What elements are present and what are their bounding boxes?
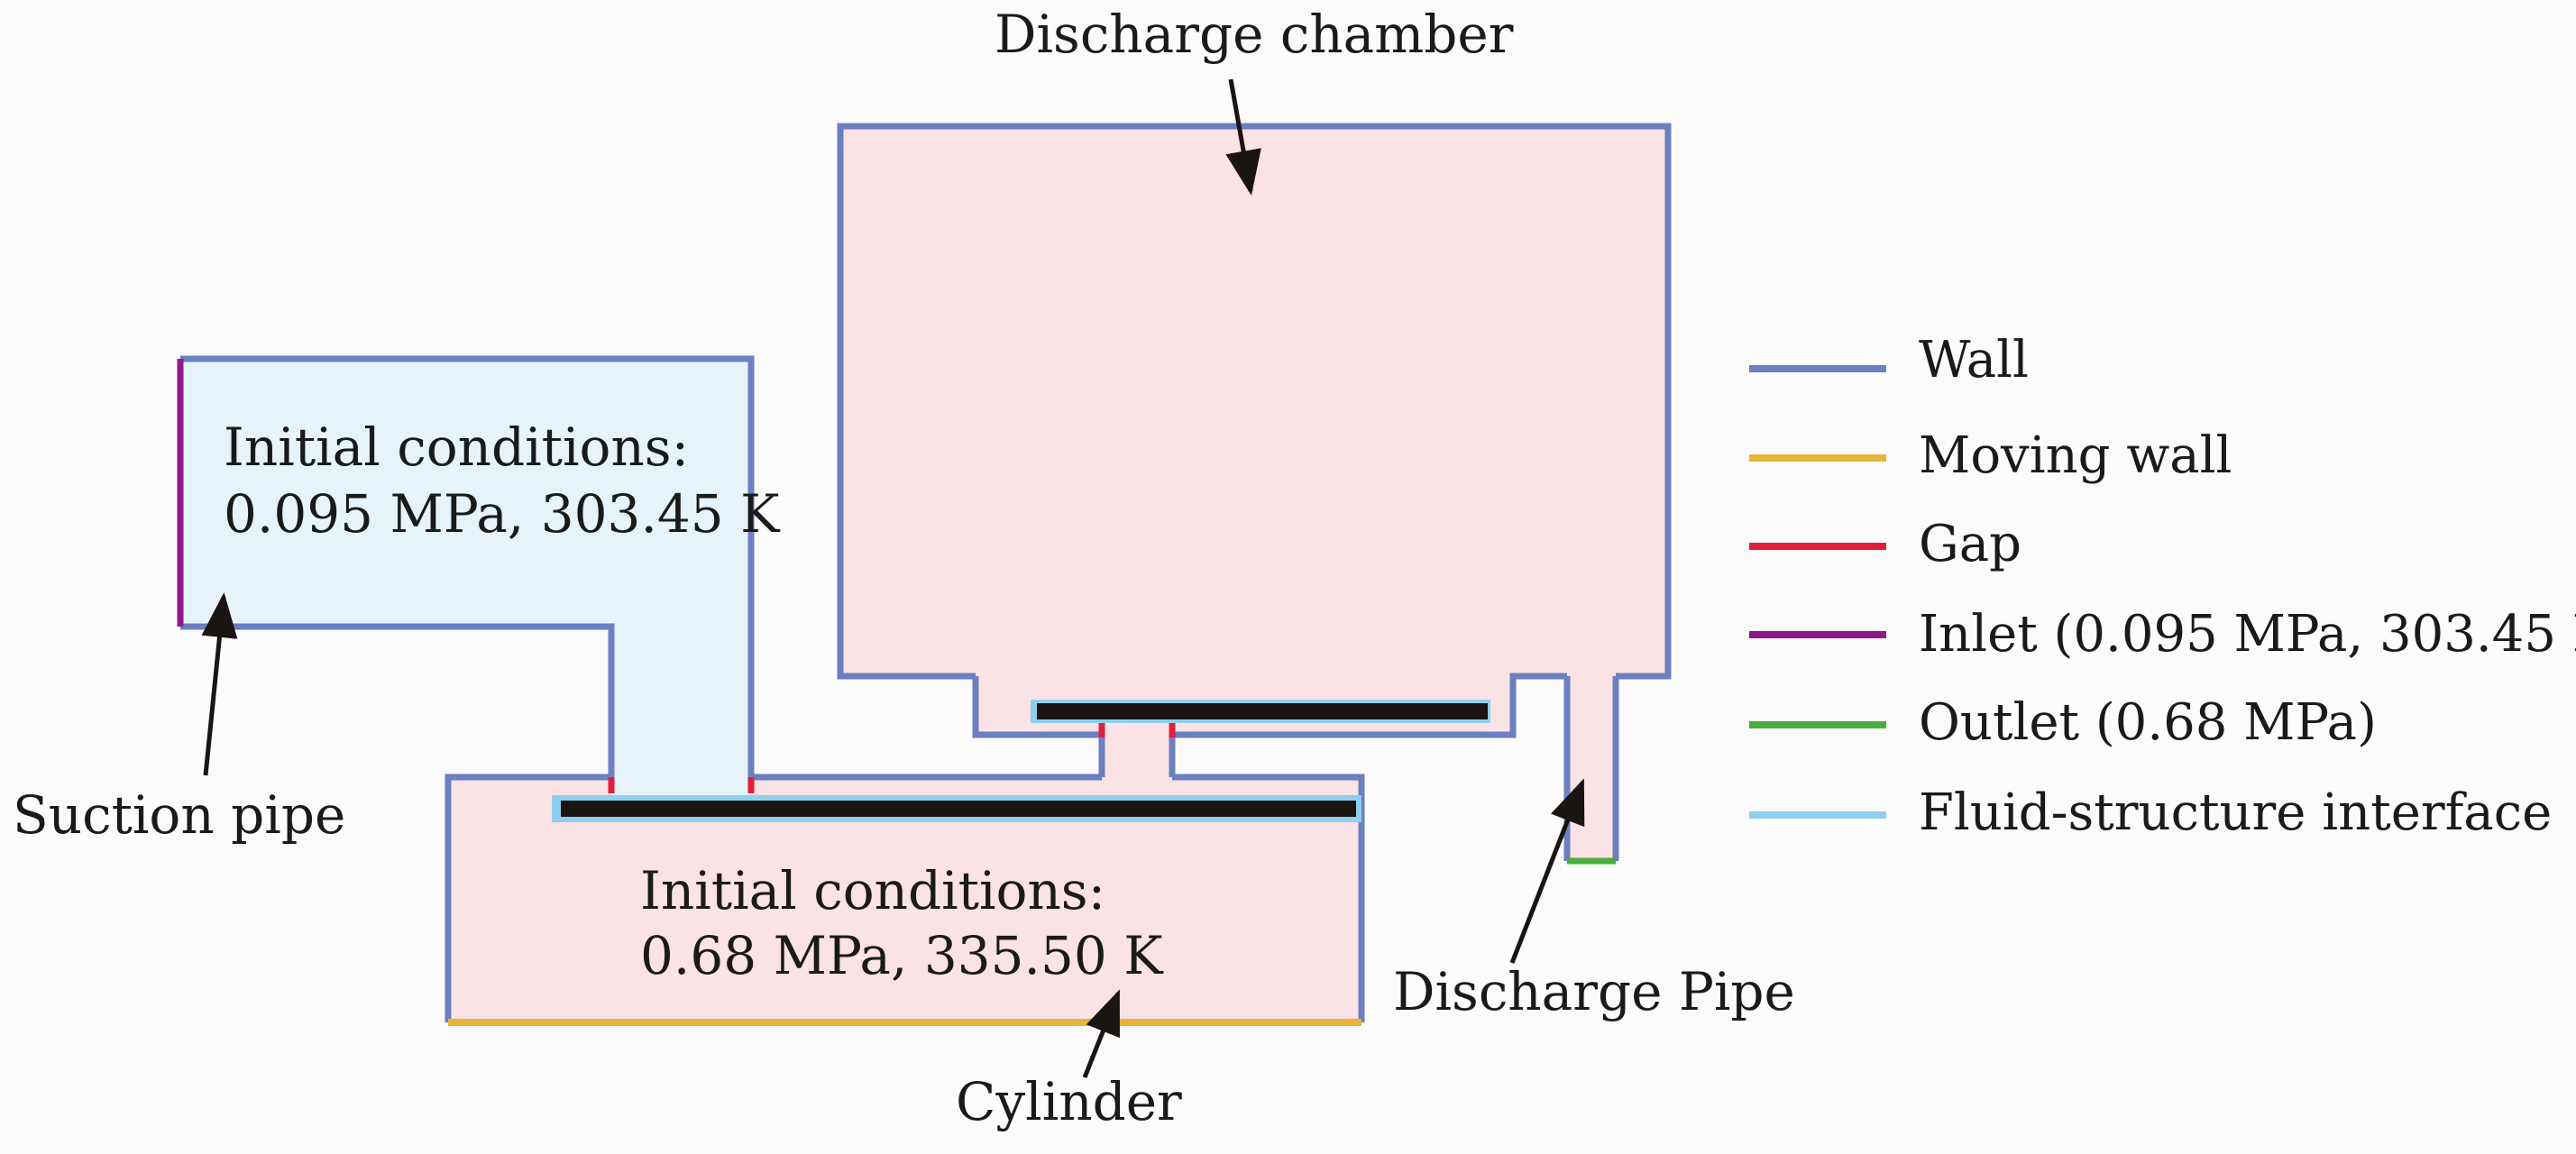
legend-item-inlet: Inlet (0.095 MPa, 303.45 K) [1749, 605, 2576, 664]
discharge-chamber-left-pocket-wall [972, 676, 1102, 738]
discharge-chamber-arrow [1225, 78, 1261, 196]
cylinder-label: Cylinder [956, 1071, 1182, 1132]
valves [552, 700, 1490, 822]
suction-pipe-label: Suction pipe [13, 784, 345, 846]
legend-label-moving-wall: Moving wall [1919, 426, 2232, 485]
legend: Wall Moving wall Gap Inlet (0.095 MPa, 3… [1749, 331, 2576, 842]
cylinder-fluid [448, 777, 1361, 1022]
suction-pipe-fluid [180, 359, 751, 802]
suction-initial-conditions-title: Initial conditions: [224, 417, 689, 478]
cylinder-right-wall [1172, 774, 1365, 1022]
suction-pipe-lower-wall [180, 623, 615, 777]
discharge-pipe-fluid [1567, 676, 1616, 861]
legend-label-wall: Wall [1919, 331, 2029, 389]
discharge-valve-plate [1037, 703, 1488, 719]
suction-pipe-wall [180, 355, 755, 777]
suction-pipe-arrow [201, 592, 238, 776]
fluid-regions [180, 126, 1668, 1022]
legend-label-fsi: Fluid-structure interface [1919, 783, 2552, 842]
suction-valve-plate [561, 801, 1356, 817]
legend-item-gap: Gap [1749, 515, 2021, 573]
discharge-pipe-label: Discharge Pipe [1393, 961, 1795, 1022]
discharge-chamber-label: Discharge chamber [995, 4, 1514, 65]
legend-label-inlet: Inlet (0.095 MPa, 303.45 K) [1919, 605, 2576, 664]
legend-item-outlet: Outlet (0.68 MPa) [1749, 693, 2377, 752]
legend-item-moving-wall: Moving wall [1749, 426, 2232, 485]
legend-label-outlet: Outlet (0.68 MPa) [1919, 693, 2377, 752]
discharge-chamber-right-pocket-wall [1172, 673, 1567, 738]
walls [180, 123, 1672, 1022]
discharge-chamber-fluid [840, 126, 1668, 777]
cylinder-initial-conditions-value: 0.68 MPa, 335.50 K [640, 925, 1164, 986]
cylinder-arrow [1082, 989, 1121, 1078]
gaps [608, 721, 1176, 793]
legend-label-gap: Gap [1919, 515, 2021, 573]
cylinder-wall [445, 774, 611, 1022]
discharge-chamber-wall [837, 123, 1672, 680]
cylinder-initial-conditions-title: Initial conditions: [640, 860, 1105, 921]
discharge-pipe-arrow [1509, 778, 1585, 964]
suction-initial-conditions-value: 0.095 MPa, 303.45 K [224, 483, 781, 545]
legend-item-fsi: Fluid-structure interface [1749, 783, 2552, 842]
legend-item-wall: Wall [1749, 331, 2029, 389]
region-labels: Discharge chamber Suction pipe Cylinder … [13, 4, 1795, 1132]
arrows [201, 78, 1585, 1078]
